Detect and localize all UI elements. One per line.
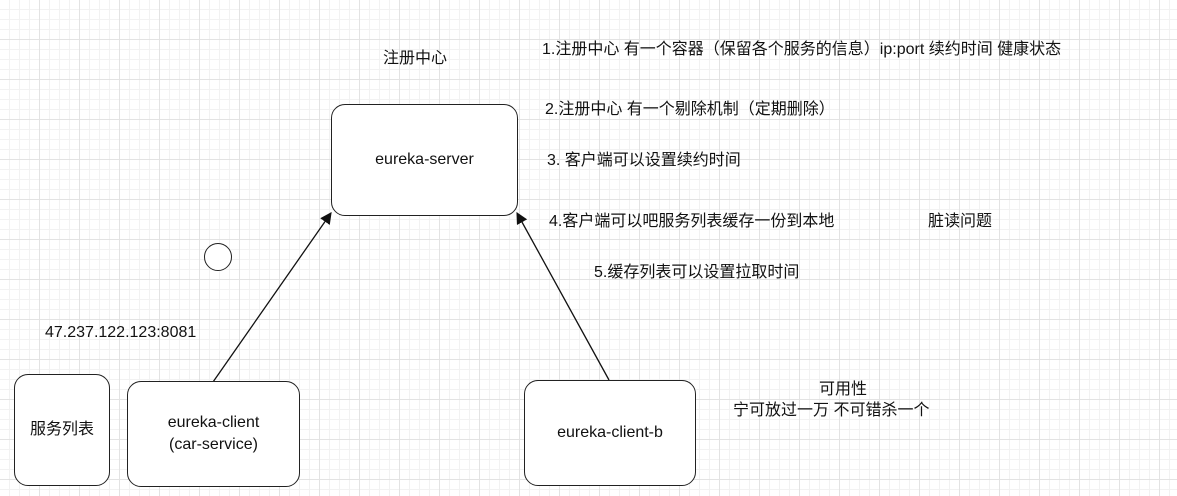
note-3: 3. 客户端可以设置续约时间 xyxy=(547,152,741,169)
eureka-server-label: eureka-server xyxy=(375,151,474,168)
eureka-server-node[interactable]: eureka-server xyxy=(331,104,518,216)
arrow-client-to-server xyxy=(212,212,332,383)
eureka-client-b-node[interactable]: eureka-client-b xyxy=(524,380,696,486)
service-list-node[interactable]: 服务列表 xyxy=(14,374,110,486)
arrow-client-b-to-server xyxy=(516,211,610,381)
note-5: 5.缓存列表可以设置拉取时间 xyxy=(594,264,800,281)
eureka-client-node[interactable]: eureka-client (car-service) xyxy=(127,381,300,487)
service-list-label: 服务列表 xyxy=(29,421,94,438)
note-1: 1.注册中心 有一个容器（保留各个服务的信息）ip:port 续约时间 健康状态 xyxy=(542,41,1062,58)
eureka-client-label: eureka-client xyxy=(167,414,260,431)
availability-text: 宁可放过一万 不可错杀一个 xyxy=(733,402,930,419)
address-label: 47.237.122.123:8081 xyxy=(45,324,197,341)
availability-title: 可用性 xyxy=(819,381,868,398)
car-service-label: (car-service) xyxy=(169,436,258,453)
dirty-read-note: 脏读问题 xyxy=(928,213,993,230)
eureka-client-b-label: eureka-client-b xyxy=(557,424,663,441)
note-4: 4.客户端可以吧服务列表缓存一份到本地 xyxy=(549,213,835,230)
registry-title: 注册中心 xyxy=(383,50,448,67)
note-2: 2.注册中心 有一个剔除机制（定期删除） xyxy=(545,101,835,118)
circle-shape xyxy=(204,243,232,271)
